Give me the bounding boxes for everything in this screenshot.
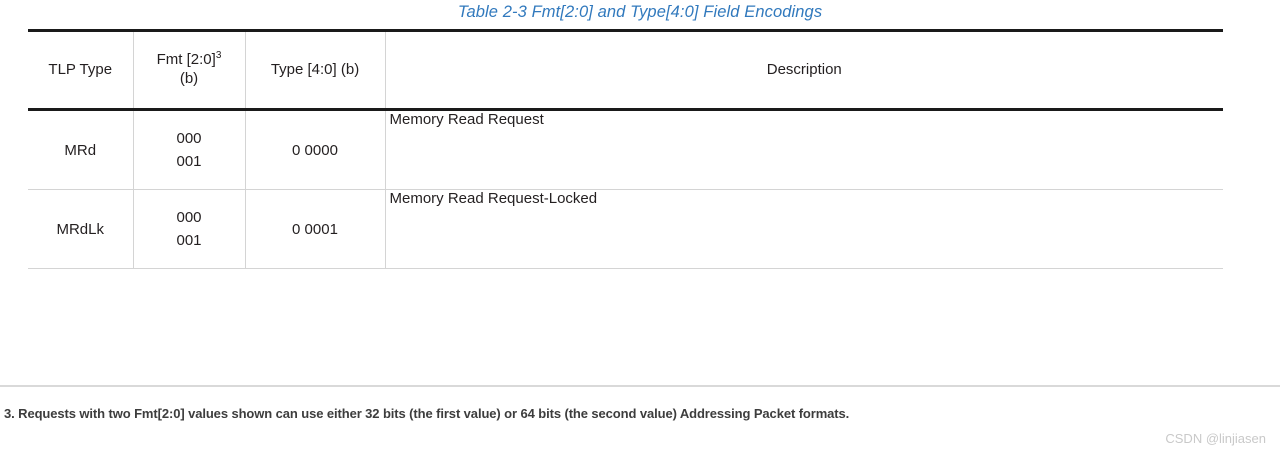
cell-tlp-type: MRd	[28, 109, 134, 190]
cell-fmt-value-2: 001	[176, 232, 202, 249]
encodings-table: TLP Type Fmt [2:0]3 (b) Type [4:0] (b) D…	[28, 29, 1223, 269]
cell-tlp-type: MRdLk	[28, 189, 134, 269]
table-header: TLP Type Fmt [2:0]3 (b) Type [4:0] (b) D…	[28, 30, 1223, 110]
column-header-fmt: Fmt [2:0]3 (b)	[132, 30, 246, 110]
column-header-fmt-main: Fmt [2:0]	[156, 51, 216, 69]
column-header-fmt-footnote-mark: 3	[215, 50, 222, 62]
column-header-fmt-unit: (b)	[179, 70, 199, 87]
table-row: MRdLk 000 001 0 0001 Memory Read Request…	[28, 189, 1223, 269]
table-body: MRd 000 001 0 0000 Memory Read Request M…	[28, 109, 1223, 269]
cell-type: 0 0001	[244, 189, 386, 269]
footnote-text: 3. Requests with two Fmt[2:0] values sho…	[4, 406, 850, 421]
column-header-type: Type [4:0] (b)	[244, 30, 386, 110]
cell-fmt-value-1: 000	[176, 129, 202, 147]
table-caption: Table 2-3 Fmt[2:0] and Type[4:0] Field E…	[457, 3, 823, 21]
cell-description: Memory Read Request	[384, 109, 1223, 190]
cell-description: Memory Read Request-Locked	[384, 189, 1223, 269]
table-row: MRd 000 001 0 0000 Memory Read Request	[28, 109, 1223, 190]
cell-fmt: 000 001	[132, 109, 246, 190]
column-header-tlp-type: TLP Type	[28, 30, 134, 110]
cell-fmt-value-2: 001	[176, 153, 202, 170]
table-header-row: TLP Type Fmt [2:0]3 (b) Type [4:0] (b) D…	[28, 30, 1223, 110]
watermark-label: CSDN @linjiasen	[1165, 431, 1266, 446]
column-header-description: Description	[384, 30, 1223, 110]
encodings-table-container: TLP Type Fmt [2:0]3 (b) Type [4:0] (b) D…	[28, 29, 1223, 269]
footnote-divider	[0, 385, 1280, 387]
cell-fmt: 000 001	[132, 189, 246, 269]
cell-fmt-value-1: 000	[176, 208, 202, 226]
cell-type: 0 0000	[244, 109, 386, 190]
